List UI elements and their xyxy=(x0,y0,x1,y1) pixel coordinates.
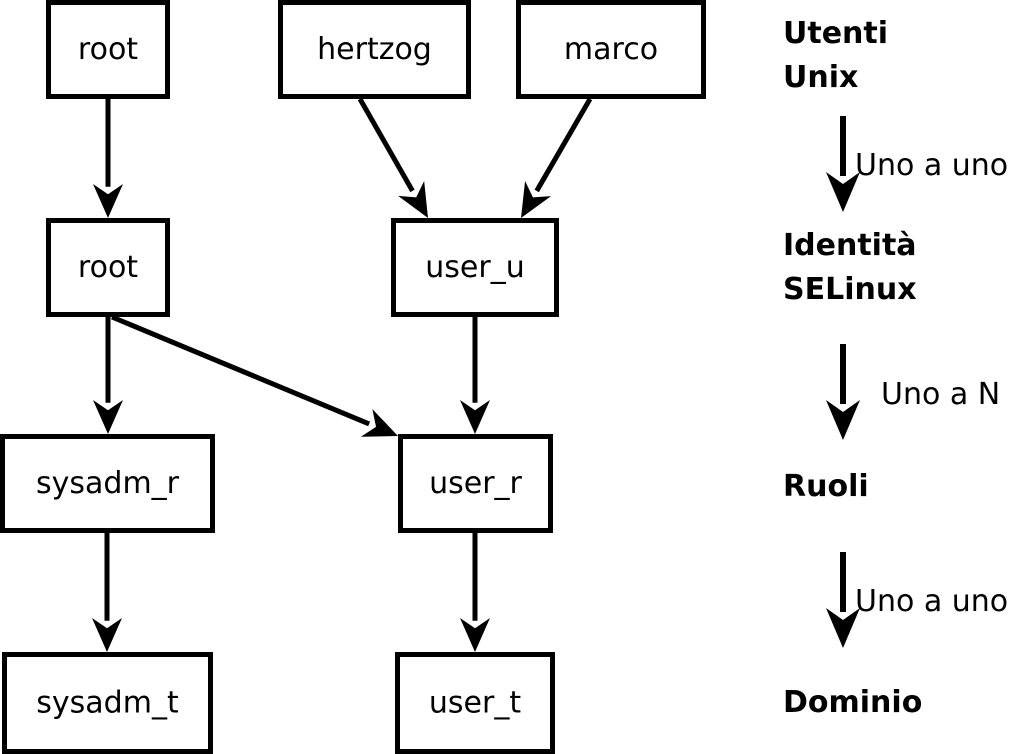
node-role-sysadm[interactable]: sysadm_r xyxy=(0,434,215,533)
legend-stage-utenti-unix-line-1: Unix xyxy=(783,60,858,95)
legend-arrow-uno-a-n: Uno a N xyxy=(826,344,1000,440)
legend-arrow-uno-a-uno-2-label: Uno a uno xyxy=(855,584,1008,619)
legend-stage-identita-selinux-line-0: Identità xyxy=(783,228,917,263)
edge-id-root-to-sysadm-r xyxy=(93,317,123,434)
node-role-sysadm-box[interactable] xyxy=(0,434,215,533)
node-id-user-u[interactable]: user_u xyxy=(391,218,559,317)
node-id-root-label: root xyxy=(78,250,138,285)
node-dom-sysadm[interactable]: sysadm_t xyxy=(2,652,213,754)
node-id-root[interactable]: root xyxy=(46,218,170,317)
edge-marco-to-user-u xyxy=(521,97,593,218)
node-unix-hertzog-label: hertzog xyxy=(317,32,432,67)
node-role-user[interactable]: user_r xyxy=(398,434,553,533)
legend-stage-ruoli-line-0: Ruoli xyxy=(783,469,869,504)
node-unix-root-label: root xyxy=(78,32,138,67)
edge-sysadm-r-to-sysadm-t xyxy=(92,533,122,652)
edge-hertzog-to-user-u xyxy=(357,97,428,218)
edge-id-root-to-user-r-arrowhead xyxy=(360,409,398,437)
legend-arrow-uno-a-n-arrowhead xyxy=(826,400,860,440)
edge-user-u-to-user-r xyxy=(460,317,490,434)
node-dom-sysadm-box[interactable] xyxy=(2,652,213,754)
node-unix-root-box[interactable] xyxy=(46,0,170,99)
edge-marco-to-user-u-arrowhead xyxy=(521,181,552,218)
node-dom-sysadm-label: sysadm_t xyxy=(36,686,179,721)
nodes-layer: root hertzog marco root user_u sysadm_r user_r… xyxy=(0,0,706,754)
edge-user-r-to-user-t xyxy=(460,533,490,652)
node-unix-marco-label: marco xyxy=(564,32,658,67)
legend-arrow-uno-a-uno-2: Uno a uno xyxy=(826,552,1008,648)
legend-arrow-uno-a-uno-1-label: Uno a uno xyxy=(855,148,1008,183)
legend-arrow-uno-a-uno-1: Uno a uno xyxy=(826,116,1008,212)
edge-hertzog-to-user-u-line xyxy=(357,97,415,193)
edge-id-root-to-user-r-line xyxy=(111,314,371,427)
legend-stage-identita-selinux-line-1: SELinux xyxy=(783,272,917,307)
node-dom-user-label: user_t xyxy=(429,686,521,721)
edge-unix-root-to-id-root-arrowhead xyxy=(93,184,123,218)
node-dom-user-box[interactable] xyxy=(395,652,555,754)
edge-user-u-to-user-r-arrowhead xyxy=(460,400,490,434)
edge-sysadm-r-to-sysadm-t-arrowhead xyxy=(92,618,122,652)
legend-arrow-uno-a-n-label: Uno a N xyxy=(881,377,1000,412)
edge-unix-root-to-id-root xyxy=(93,99,123,218)
node-unix-hertzog-box[interactable] xyxy=(278,0,471,99)
edges-layer xyxy=(92,97,593,652)
legend-stage-dominio-line-0: Dominio xyxy=(783,685,922,720)
legend-stage-dominio: Dominio xyxy=(783,685,922,720)
node-unix-hertzog[interactable]: hertzog xyxy=(278,0,471,99)
legend-stage-ruoli: Ruoli xyxy=(783,469,869,504)
node-role-user-box[interactable] xyxy=(398,434,553,533)
node-unix-marco-box[interactable] xyxy=(516,0,706,99)
node-role-user-label: user_r xyxy=(429,466,522,501)
node-id-user-u-label: user_u xyxy=(425,250,524,285)
edge-id-root-to-sysadm-r-arrowhead xyxy=(93,400,123,434)
edge-user-r-to-user-t-arrowhead xyxy=(460,618,490,652)
node-id-user-u-box[interactable] xyxy=(391,218,559,317)
legend-arrow-uno-a-uno-1-arrowhead xyxy=(826,172,860,212)
edge-marco-to-user-u-line xyxy=(534,97,593,193)
node-unix-root[interactable]: root xyxy=(46,0,170,99)
legend-arrow-uno-a-uno-2-arrowhead xyxy=(826,608,860,648)
node-id-root-box[interactable] xyxy=(46,218,170,317)
edge-id-root-to-user-r xyxy=(111,314,398,437)
node-unix-marco[interactable]: marco xyxy=(516,0,706,99)
node-dom-user[interactable]: user_t xyxy=(395,652,555,754)
node-role-sysadm-label: sysadm_r xyxy=(36,466,180,501)
legend-stage-utenti-unix-line-0: Utenti xyxy=(783,16,888,51)
edge-hertzog-to-user-u-arrowhead xyxy=(398,181,428,218)
